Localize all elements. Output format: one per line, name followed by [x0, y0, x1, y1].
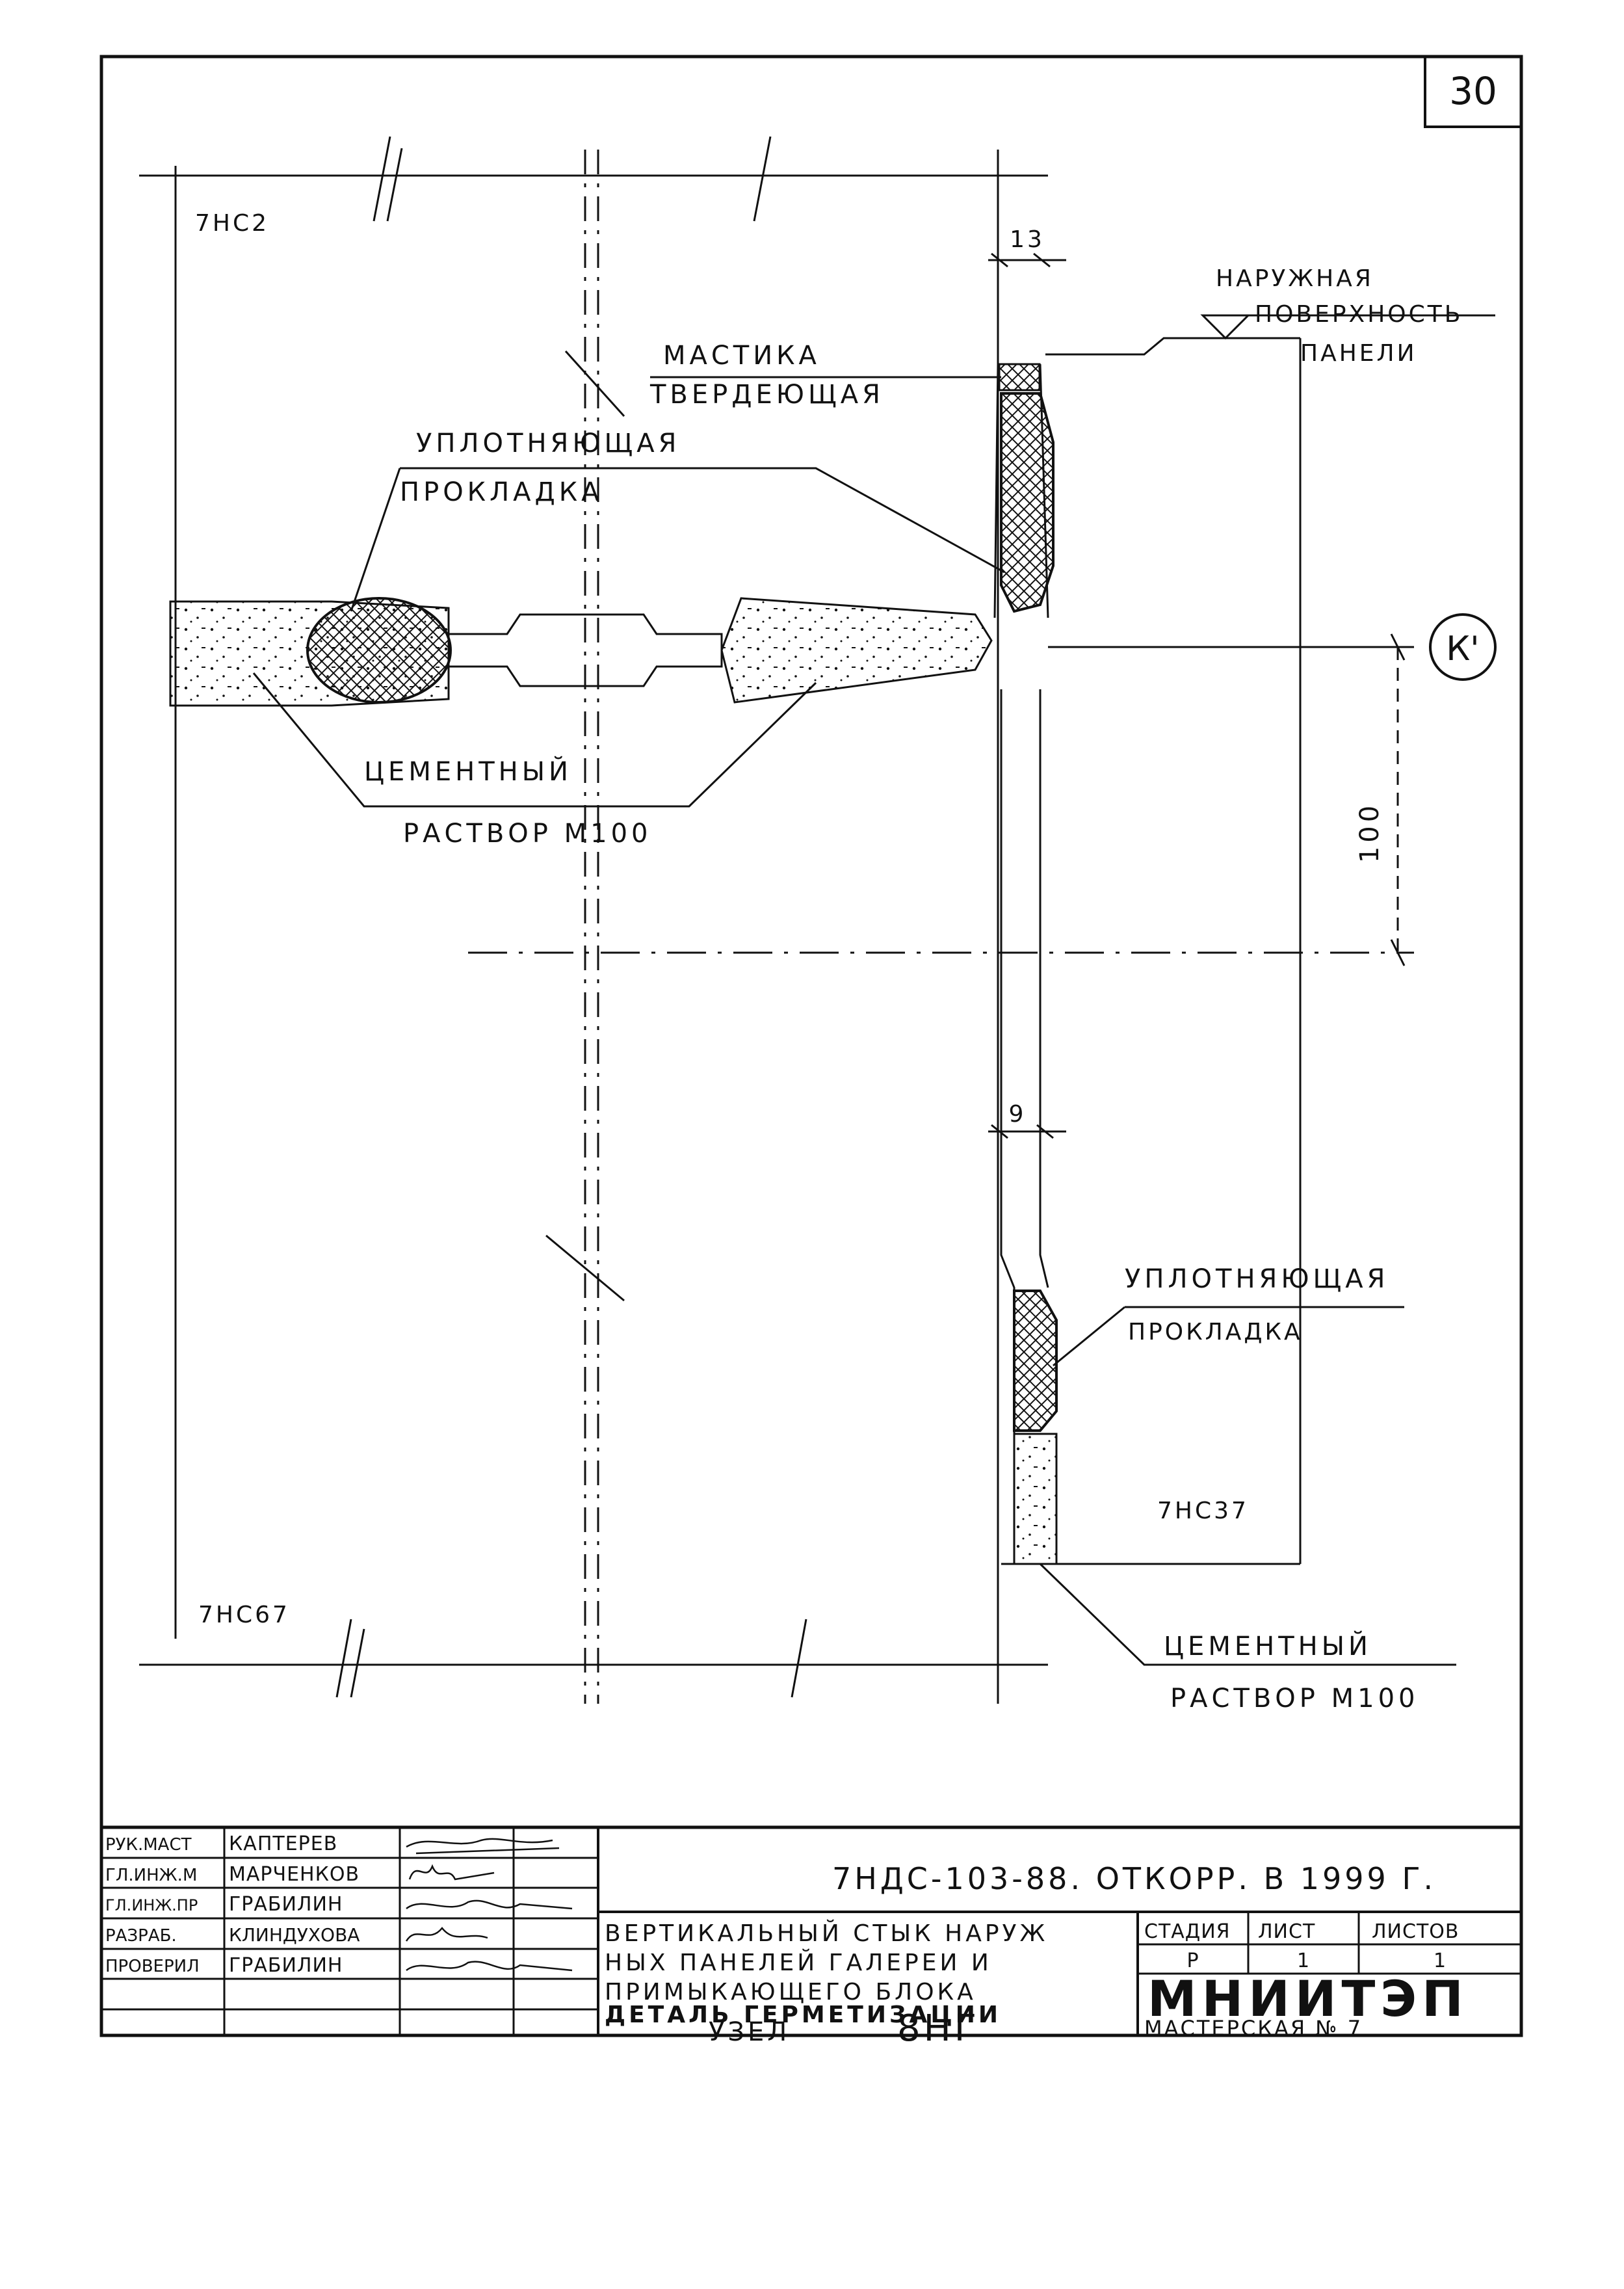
- tb-role-1: РУК.МАСТ: [105, 1835, 192, 1855]
- tb-value-sheets: 1: [1434, 1950, 1447, 1972]
- tb-node-value: 8НГ: [897, 2007, 980, 2050]
- callout-seal-top-line2: ПРОКЛАДКА: [400, 477, 603, 507]
- signature-1: [406, 1838, 560, 1855]
- axis-line: [468, 613, 1497, 966]
- callout-mastic: МАСТИКА ТВЕРДЕЮЩАЯ: [649, 341, 884, 410]
- callout-mortar-left: ЦЕМЕНТНЫЙ РАСТВОР М100: [364, 756, 651, 849]
- tb-role-3: ГЛ.ИНЖ.ПР: [105, 1896, 198, 1914]
- callout-mastic-line1: МАСТИКА: [663, 341, 820, 371]
- mastic-layer: [998, 363, 1041, 391]
- callout-seal-bottom-line1: УПЛОТНЯЮЩАЯ: [1125, 1264, 1389, 1294]
- left-panel-outline: [139, 136, 1048, 1704]
- callout-seal-bottom: УПЛОТНЯЮЩАЯ ПРОКЛАДКА: [1125, 1264, 1389, 1345]
- sheet-frame: [99, 55, 1523, 2037]
- callout-seal-top-line1: УПЛОТНЯЮЩАЯ: [416, 429, 680, 458]
- tb-name-4: КЛИНДУХОВА: [229, 1924, 360, 1946]
- callout-mortar-right: ЦЕМЕНТНЫЙ РАСТВОР М100: [1164, 1630, 1419, 1713]
- tb-document-code: 7НДС-103-88. ОТКОРР. В 1999 Г.: [832, 1861, 1436, 1896]
- tb-name-2: МАРЧЕНКОВ: [229, 1863, 360, 1886]
- tb-role-2: ГЛ.ИНЖ.М: [105, 1866, 197, 1885]
- callout-outer-line3: ПАНЕЛИ: [1300, 340, 1417, 367]
- tb-value-sheet: 1: [1297, 1950, 1310, 1972]
- signatures: [405, 1838, 573, 1972]
- tb-name-3: ГРАБИЛИН: [229, 1893, 343, 1916]
- sheet-number: 30: [1449, 69, 1497, 113]
- callout-outer-line2: ПОВЕРХНОСТЬ: [1255, 301, 1463, 328]
- callout-outer-line1: НАРУЖНАЯ: [1216, 265, 1374, 292]
- vertical-joint-bottom: [1013, 1290, 1058, 1565]
- tb-title-line-3: ПРИМЫКАЮЩЕГО БЛОКА: [605, 1979, 976, 2005]
- title-block: [101, 1825, 1521, 2035]
- tb-title-line-4: ДЕТАЛЬ ГЕРМЕТИЗАЦИИ: [605, 2002, 1001, 2028]
- axis-bubble-label: К': [1446, 629, 1479, 668]
- callout-seal-bottom-line2: ПРОКЛАДКА: [1128, 1319, 1303, 1345]
- dimension-9: 9: [1009, 1101, 1027, 1128]
- panel-label-bottom-left: 7НС67: [198, 1602, 290, 1628]
- mortar-vertical-fill: [1013, 1433, 1058, 1565]
- signature-4: [405, 1927, 488, 1942]
- tb-organization: МНИИТЭП: [1147, 1970, 1469, 2028]
- callout-mortar-right-line2: РАСТВОР М100: [1170, 1684, 1419, 1713]
- tb-name-5: ГРАБИЛИН: [229, 1954, 343, 1977]
- tb-title-line-2: НЫХ ПАНЕЛЕЙ ГАЛЕРЕИ И: [605, 1949, 992, 1976]
- tb-title-line-1: ВЕРТИКАЛЬНЫЙ СТЫК НАРУЖ: [605, 1920, 1048, 1947]
- signature-2: [408, 1864, 495, 1881]
- signature-5: [406, 1961, 573, 1972]
- seal-gasket-horizontal: [306, 597, 452, 704]
- callout-seal-top: УПЛОТНЯЮЩАЯ ПРОКЛАДКА: [400, 429, 680, 507]
- seal-gasket-bottom: [1013, 1290, 1058, 1432]
- tb-header-stage: СТАДИЯ: [1144, 1920, 1231, 1943]
- tb-value-stage: Р: [1186, 1950, 1199, 1972]
- panel-label-bottom-right: 7НС37: [1157, 1498, 1249, 1524]
- signature-3: [406, 1899, 573, 1910]
- tb-node-label: УЗЕЛ: [709, 2017, 790, 2047]
- panel-label-top-left: 7НС2: [195, 210, 269, 237]
- callout-leaders: [252, 314, 1495, 1666]
- dimension-marks: [988, 252, 1251, 1139]
- callout-mortar-right-line1: ЦЕМЕНТНЫЙ: [1164, 1630, 1372, 1661]
- dimension-100: 100: [1355, 802, 1385, 863]
- callout-mastic-line2: ТВЕРДЕЮЩАЯ: [649, 380, 884, 410]
- dimension-13: 13: [1010, 226, 1045, 253]
- tb-name-1: КАПТЕРЕВ: [229, 1833, 337, 1855]
- tb-role-4: РАЗРАБ.: [105, 1926, 177, 1946]
- tb-header-sheets: ЛИСТОВ: [1372, 1920, 1459, 1943]
- sheet-number-box: 30: [1424, 57, 1521, 128]
- callout-outer-surface: НАРУЖНАЯ ПОВЕРХНОСТЬ ПАНЕЛИ: [1216, 265, 1463, 367]
- callout-mortar-left-line2: РАСТВОР М100: [403, 819, 651, 849]
- horizontal-joint: [169, 597, 993, 707]
- seal-gasket-top: [1000, 392, 1054, 613]
- tb-header-sheet: ЛИСТ: [1258, 1920, 1315, 1943]
- callout-mortar-left-line1: ЦЕМЕНТНЫЙ: [364, 756, 572, 787]
- tb-workshop: МАСТЕРСКАЯ № 7: [1144, 2016, 1363, 2041]
- vertical-joint-top: [998, 363, 1054, 613]
- tb-role-5: ПРОВЕРИЛ: [105, 1957, 200, 1976]
